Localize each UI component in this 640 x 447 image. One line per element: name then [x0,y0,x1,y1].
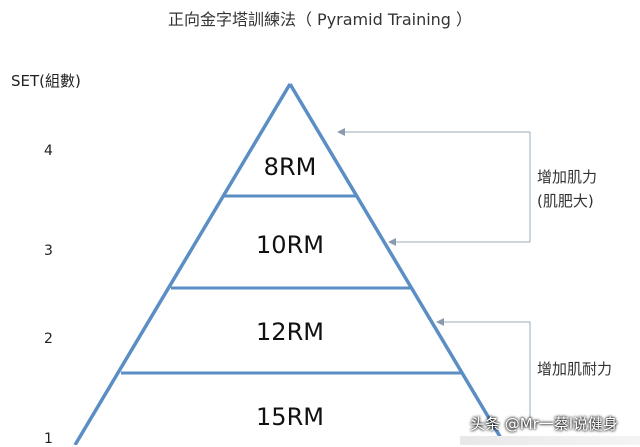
level-label-12rm: 12RM [256,318,324,346]
pyramid-right-edge [288,83,507,445]
level-label-8rm: 8RM [263,153,317,181]
set-tick-3: 3 [44,243,53,259]
set-tick-4: 4 [44,143,53,159]
arrow-upper-top [337,128,345,136]
arrow-lower-top [436,318,444,326]
effect-hypertrophy-line1: 增加肌力 [537,168,598,186]
watermark: 头条 @Mr一蔡l说健身 [470,415,619,433]
effect-hypertrophy-line2: (肌肥大) [537,192,594,210]
set-axis-label: SET(組數) [11,72,81,90]
set-tick-1: 1 [44,431,53,447]
arrow-upper-bottom [388,238,396,246]
watermark-strip [460,436,640,445]
level-label-10rm: 10RM [256,231,324,259]
set-tick-2: 2 [44,331,53,347]
level-label-15rm: 15RM [256,403,324,431]
diagram-title: 正向金字塔訓練法（ Pyramid Training ） [167,10,473,29]
effect-endurance: 增加肌耐力 [537,360,613,378]
pyramid-left-edge [73,83,292,445]
